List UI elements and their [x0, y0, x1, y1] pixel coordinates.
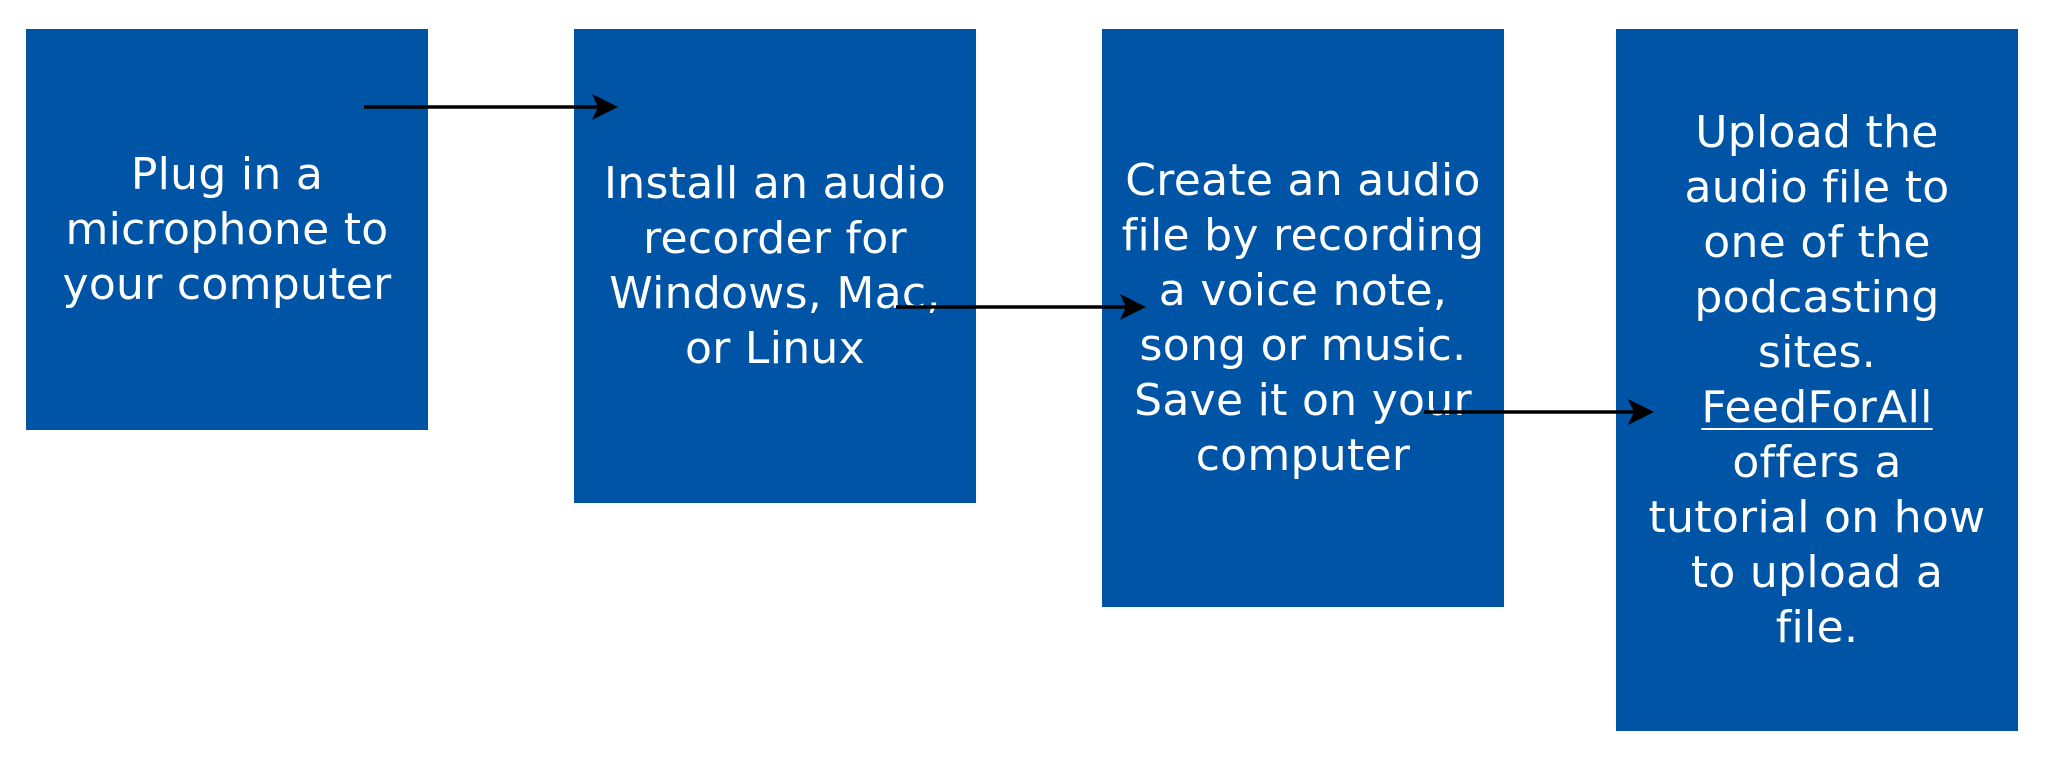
step-4-line: podcasting	[1694, 272, 1940, 323]
step-2-box: Install an audio recorder for Windows, M…	[574, 29, 976, 503]
step-3-line: a voice note,	[1158, 265, 1448, 316]
step-4-box: Upload the audio file to one of the podc…	[1616, 29, 2018, 731]
step-4-line: offers a	[1732, 437, 1902, 488]
step-2-line: Windows, Mac,	[609, 268, 941, 319]
step-3-box: Create an audio file by recording a voic…	[1102, 29, 1504, 607]
step-3-text: Create an audio file by recording a voic…	[1122, 153, 1485, 483]
step-4-line: sites.	[1757, 327, 1877, 378]
step-2-line: recorder for	[643, 213, 907, 264]
step-3-line: Create an audio	[1125, 155, 1481, 206]
step-3-line: file by recording	[1121, 210, 1485, 261]
step-4-line: audio file to	[1684, 162, 1950, 213]
step-4-line: tutorial on how	[1648, 492, 1986, 543]
step-4-line: one of the	[1703, 217, 1931, 268]
step-1-line: Plug in a	[130, 149, 324, 200]
step-4-line: Upload the	[1695, 107, 1939, 158]
step-2-text: Install an audio recorder for Windows, M…	[604, 156, 946, 376]
step-3-line: Save it on your	[1134, 375, 1472, 426]
step-2-line: or Linux	[685, 323, 865, 374]
step-4-line: file.	[1775, 602, 1859, 653]
feedforall-link-text[interactable]: FeedForAll	[1701, 382, 1933, 433]
feedforall-link[interactable]: FeedForAll	[1649, 380, 1986, 435]
step-2-line: Install an audio	[604, 158, 946, 209]
step-4-line: to upload a	[1690, 547, 1944, 598]
step-1-box: Plug in a microphone to your computer	[26, 29, 428, 430]
step-1-text: Plug in a microphone to your computer	[62, 147, 391, 312]
step-1-line: your computer	[62, 259, 392, 310]
step-1-line: microphone to	[65, 204, 389, 255]
step-3-line: song or music.	[1139, 320, 1467, 371]
step-3-line: computer	[1195, 430, 1411, 481]
step-4-text: Upload the audio file to one of the podc…	[1649, 105, 1986, 655]
